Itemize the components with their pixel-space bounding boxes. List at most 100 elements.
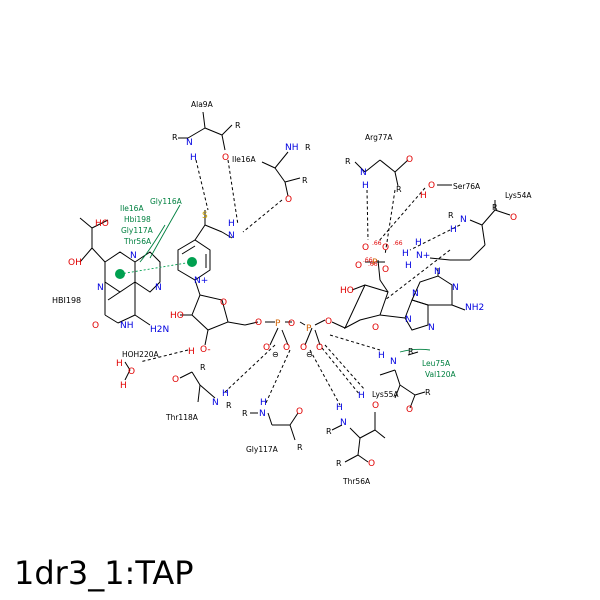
residue-thr118a: Thr118A <box>165 413 199 422</box>
thr56a-r1: R <box>326 427 332 436</box>
lys55a-r2: R <box>425 388 431 397</box>
thr56a-h: H <box>336 403 343 413</box>
arg77a-n: N <box>360 168 367 178</box>
atom-o-p2b: O <box>316 343 323 353</box>
atom-o-ring1: O <box>220 298 227 308</box>
lys55a-h: H <box>378 351 385 361</box>
atom-n-plus: N+ <box>194 276 208 286</box>
lys54a-h2: H <box>415 238 422 248</box>
hres-thr56a: Thr56A <box>123 237 152 246</box>
atom-n-1: N <box>130 251 137 261</box>
hydrophobic-labels: Gly116A Ile16A Hbi198 Gly117A Thr56A Leu… <box>120 197 457 379</box>
atom-p-2: P <box>306 324 312 334</box>
thr118a-h: H <box>222 389 229 399</box>
residue-lys54a: Lys54A <box>505 191 532 200</box>
ala9a-n: N <box>186 138 193 148</box>
ile16a-r1: R <box>305 143 311 152</box>
hydrophobic-contacts <box>115 204 431 353</box>
hres-hbi198: Hbi198 <box>124 215 151 224</box>
atom-oh-1: OH <box>68 258 82 268</box>
atom-o-p1b: O <box>283 343 290 353</box>
arg77a-r1: R <box>345 157 351 166</box>
hres-leu75a: Leu75A <box>422 359 451 368</box>
diagram-title: 1dr3_1:TAP <box>14 554 194 592</box>
arg77a-h: H <box>362 181 369 191</box>
thr118a-r1: R <box>200 363 206 372</box>
hres-ile16a: Ile16A <box>120 204 144 213</box>
gly117a-n: N <box>259 409 266 419</box>
hres-val120a: Val120A <box>425 370 457 379</box>
atom-n-3: N <box>155 283 162 293</box>
lys54a-h: H <box>450 225 457 235</box>
thr56a-r2: R <box>336 459 342 468</box>
charge-q4: .66 <box>368 261 378 268</box>
atom-p-1: P <box>275 319 281 329</box>
ser76a-o: O <box>428 181 435 191</box>
atom-ho: HO <box>95 219 109 229</box>
ser76a-h: H <box>420 191 427 201</box>
residue-arg77a: Arg77A <box>365 133 393 142</box>
lys54a-n: N <box>460 215 467 225</box>
thr118a-o: O <box>172 375 179 385</box>
residue-ile16a-top: Ile16A <box>232 155 256 164</box>
gly117a-r2: R <box>297 443 303 452</box>
atom-o-bridge1: O <box>255 318 262 328</box>
ala9a-r2: R <box>235 121 241 130</box>
atom-o-phos-b: O <box>382 243 389 253</box>
lys55a-r1: R <box>408 347 414 356</box>
atom-n-ad2: N <box>412 289 419 299</box>
atom-nh-2: N <box>228 231 235 241</box>
residue-ser76a: Ser76A <box>453 182 481 191</box>
atom-h2n: H2N <box>150 325 169 335</box>
residue-hoh220a: HOH220A <box>122 350 159 359</box>
lys54a-h4: H <box>405 261 412 271</box>
gly117a-h: H <box>260 398 267 408</box>
lys54a-r1: R <box>492 203 498 212</box>
residue-ala9a: Ala9A <box>191 100 214 109</box>
atom-o-p1a: O <box>263 343 270 353</box>
atom-oh-3: HO <box>340 286 354 296</box>
atom-n-ad3: N <box>428 323 435 333</box>
ligand-atoms: HO OH N N N O NH H2N HBI198 S N H N+ O H… <box>52 211 484 359</box>
atom-o-1: O <box>92 321 99 331</box>
atom-nh2-ad: NH2 <box>465 303 484 313</box>
ile16a-r2: R <box>302 176 308 185</box>
residue-lys55a: Lys55A <box>372 390 399 399</box>
thr118a-n: N <box>212 398 219 408</box>
lys54a-nplus: N+ <box>416 251 430 261</box>
charge-q1: .66 <box>372 240 382 247</box>
residue-gly117a: Gly117A <box>246 445 279 454</box>
atom-p-3: P <box>372 258 378 268</box>
hydrogen-bonds <box>139 159 461 406</box>
lys55a-h2: H <box>358 391 365 401</box>
hoh-o: O <box>128 367 135 377</box>
gly117a-o: O <box>296 407 303 417</box>
arg77a-o: O <box>406 155 413 165</box>
ala9a-o: O <box>222 153 229 163</box>
atom-o-phos-a: O <box>362 243 369 253</box>
ligand-bonds <box>79 210 466 346</box>
atom-o-minus: O- <box>200 345 211 355</box>
charge-ominus-2: ⊖ <box>306 350 313 359</box>
atom-o-ring2: O <box>372 323 379 333</box>
arg77a-r2: R <box>396 185 402 194</box>
atom-o-phos-d: O <box>382 265 389 275</box>
thr56a-o: O <box>368 459 375 469</box>
atom-nh: NH <box>120 321 134 331</box>
charge-q3: .66 <box>363 257 373 264</box>
atom-ho-2: HO <box>170 311 184 321</box>
atom-n-2: N <box>97 283 104 293</box>
ala9a-r1: R <box>172 133 178 142</box>
lys54a-r2: R <box>448 211 454 220</box>
atom-h-amide: H <box>228 219 235 229</box>
atom-n-ad1: N <box>405 315 412 325</box>
hbi198-label: HBI198 <box>52 296 81 305</box>
atom-o-phos-c: O <box>355 261 362 271</box>
atom-n-ad5: N <box>452 283 459 293</box>
lys54a-o: O <box>510 213 517 223</box>
ala9a-h: H <box>190 153 197 163</box>
ile16a-o: O <box>285 195 292 205</box>
residue-labels: Ala9A R N H R O Ile16A NH R R O Arg77A R… <box>116 100 532 486</box>
atom-n-ad4: N <box>434 267 441 277</box>
residue-thr56a: Thr56A <box>342 477 371 486</box>
